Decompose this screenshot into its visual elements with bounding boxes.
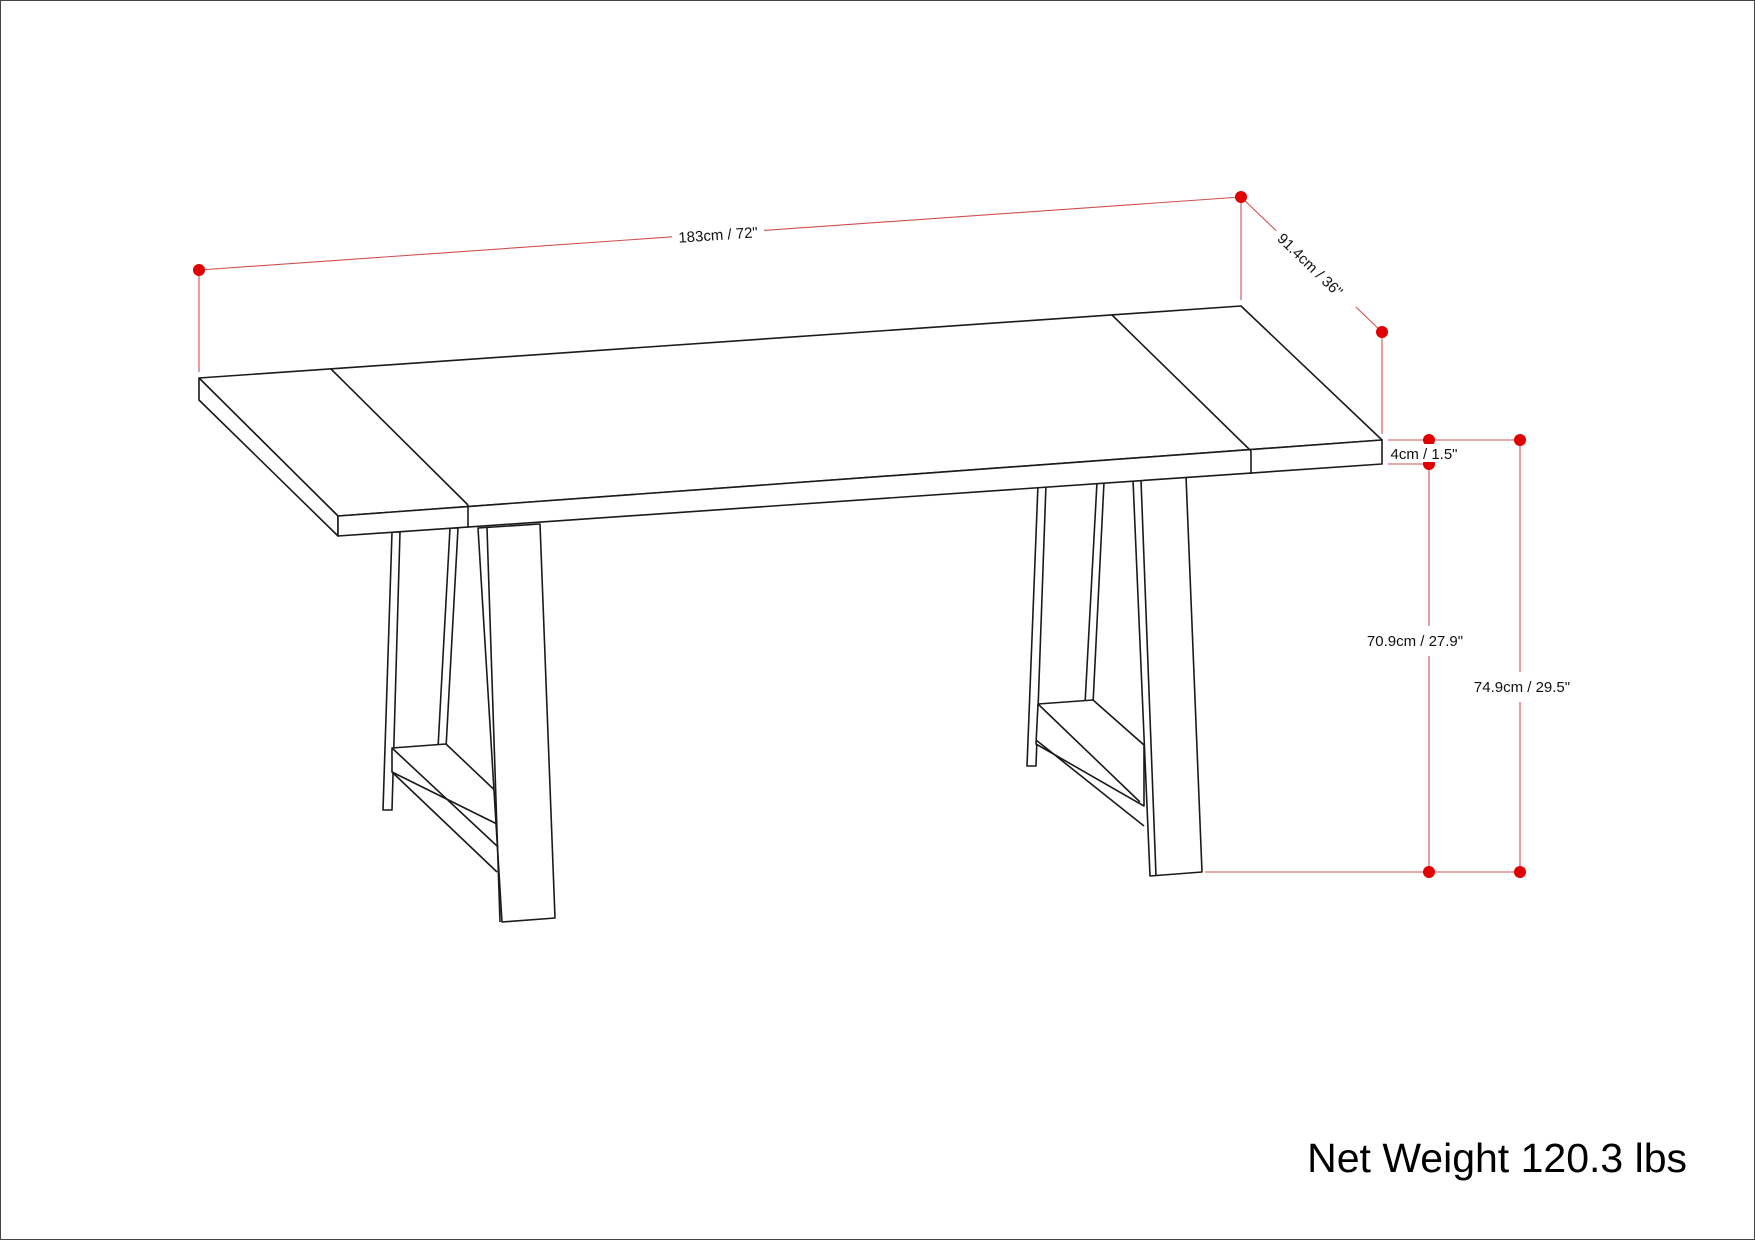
left-leg-inner-post: [437, 527, 459, 749]
length-end-dot: [1235, 191, 1247, 203]
clearance-label: 70.9cm / 27.9": [1367, 633, 1463, 650]
overall-height-top-dot: [1514, 434, 1526, 446]
depth-label: 91.4cm / 36": [1274, 230, 1346, 300]
clearance-bottom-dot: [1423, 866, 1435, 878]
depth-end-dot: [1376, 326, 1388, 338]
thickness-label: 4cm / 1.5": [1390, 446, 1457, 463]
overall-height-bottom-dot: [1514, 866, 1526, 878]
length-start-dot: [193, 264, 205, 276]
net-weight-label: Net Weight 120.3 lbs: [1307, 1135, 1687, 1181]
left-leg-stretcher: [391, 743, 506, 829]
thickness-top-dot: [1423, 434, 1435, 446]
tabletop-front-face: [337, 439, 1383, 537]
length-label: 183cm / 72": [678, 224, 759, 247]
right-leg-inner-post: [1084, 481, 1105, 705]
table-drawing: [198, 305, 1383, 923]
overall-height-label: 74.9cm / 29.5": [1474, 679, 1570, 696]
